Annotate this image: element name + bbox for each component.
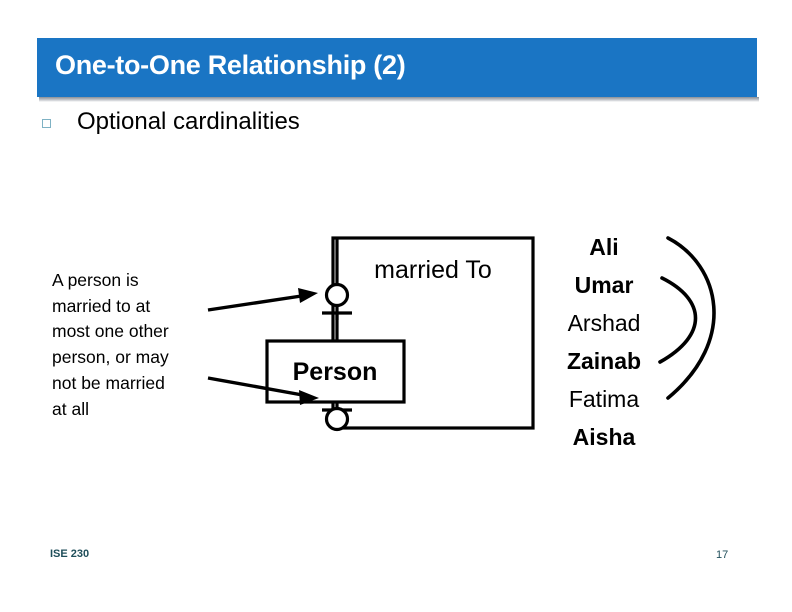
footer-course-label: ISE 230 (50, 548, 90, 560)
outer-pairing-arc (666, 236, 716, 400)
relationship-label: married To (374, 256, 492, 284)
name-list-item: Ali (589, 234, 619, 260)
description-line: person, or may (52, 347, 169, 368)
page-number: 17 (716, 549, 729, 561)
description-line: married to at (52, 295, 151, 316)
entity-label: Person (293, 358, 378, 386)
top-optional-circle-icon (324, 282, 350, 308)
description-line: not be married (52, 372, 165, 393)
bottom-annotation-arrow (207, 376, 319, 405)
bottom-optional-circle-icon (324, 406, 350, 432)
bullet-list-item: Optional cardinalities (42, 108, 300, 136)
name-list-item: Zainab (566, 348, 642, 374)
hollow-square-bullet-icon (42, 119, 51, 128)
top-annotation-arrow (207, 288, 318, 312)
relationship-box (331, 236, 535, 430)
page-title: One-to-One Relationship (2) (55, 50, 406, 80)
title-bar-shadow (39, 97, 759, 102)
bullet-item-label: Optional cardinalities (77, 108, 300, 135)
entity-box (265, 339, 406, 404)
name-list-item: Arshad (567, 310, 641, 336)
description-text-block: A person is married to at most one other… (52, 268, 222, 422)
name-list: Ali Umar Arshad Zainab Fatima Aisha (548, 228, 660, 456)
name-list-item: Fatima (568, 386, 640, 412)
description-line: A person is (52, 270, 139, 290)
description-line: most one other (52, 321, 169, 342)
name-list-item: Umar (574, 272, 634, 298)
description-line: at all (52, 398, 89, 419)
er-diagram: married To Person (207, 236, 716, 432)
title-bar (37, 38, 757, 97)
inner-pairing-arc (658, 276, 698, 364)
name-list-item: Aisha (572, 424, 636, 450)
